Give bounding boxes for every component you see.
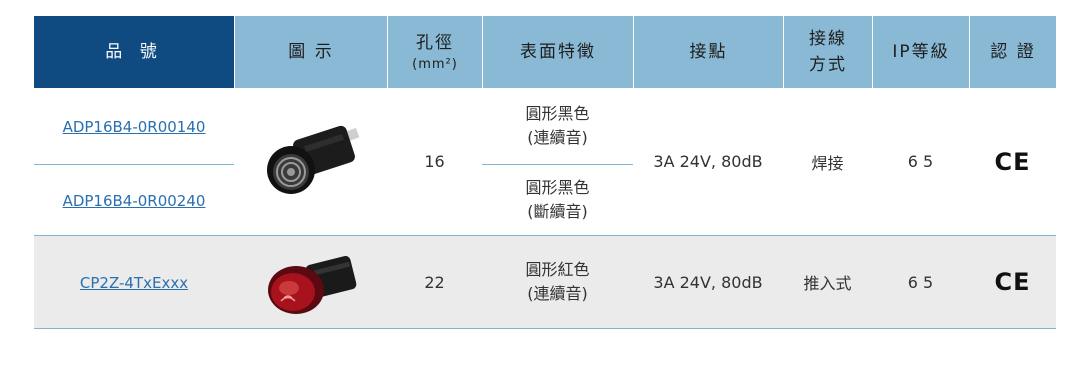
table-row: ADP16B4-0R00240 圓形黑色 (斷續音) [34, 164, 1056, 235]
wiring-cell: 推入式 [783, 235, 872, 329]
part-no-cell: ADP16B4-0R00140 [34, 88, 234, 164]
ip-cell: 6 5 [872, 235, 969, 329]
header-ip: IP等級 [872, 16, 969, 88]
table-row: ADP16B4-0R00140 16 圓形黑色 (連續音) 3 [34, 88, 1056, 194]
header-image: 圖 示 [234, 16, 387, 88]
image-cell [234, 88, 387, 235]
header-part-no: 品 號 [34, 16, 234, 88]
feature-line1: 圓形黑色 [525, 104, 590, 123]
feature-line2: (連續音) [527, 128, 588, 147]
feature-line1: 圓形黑色 [525, 178, 590, 197]
header-surface: 表面特徵 [482, 16, 633, 88]
ip-cell: 6 5 [907, 152, 934, 171]
header-hole-unit: (mm²) [412, 57, 458, 72]
feature-line1: 圓形紅色 [525, 260, 590, 279]
feature-line2: (斷續音) [527, 202, 588, 221]
part-no-cell: ADP16B4-0R00240 [34, 164, 234, 235]
contact-cell: 3A 24V, 80dB [633, 235, 783, 329]
surface-feature-cell: 圓形黑色 (斷續音) [482, 164, 633, 235]
ce-mark-icon: CE [994, 147, 1031, 176]
header-hole: 孔徑 (mm²) [387, 16, 482, 88]
header-wiring: 接線 方式 [783, 16, 872, 88]
part-no-link[interactable]: CP2Z-4TxExxx [79, 273, 189, 292]
header-hole-label: 孔徑 [416, 33, 454, 53]
ce-mark-icon: CE [994, 268, 1031, 296]
header-wiring-line1: 接線 [809, 29, 847, 49]
header-contact: 接點 [633, 16, 783, 88]
product-spec-table: 品 號 圖 示 孔徑 (mm²) 表面特徵 接點 接線 方式 IP等級 認 證 … [34, 16, 1056, 329]
header-cert: 認 證 [969, 16, 1056, 88]
feature-line2: (連續音) [527, 284, 588, 303]
hole-cell: 22 [387, 235, 482, 329]
wiring-cell: 焊接 [811, 153, 844, 173]
cert-cell: CE [969, 88, 1056, 235]
contact-cell: 3A 24V, 80dB [653, 152, 763, 171]
part-no-cell: CP2Z-4TxExxx [34, 235, 234, 329]
part-no-link[interactable]: ADP16B4-0R00140 [62, 117, 206, 136]
header-wiring-line2: 方式 [809, 55, 847, 75]
surface-feature-cell: 圓形紅色 (連續音) [482, 235, 633, 329]
surface-feature-cell: 圓形黑色 (連續音) [482, 88, 633, 164]
hole-cell: 16 [424, 152, 445, 171]
table-row: CP2Z-4TxExxx 22 圓形紅色 (連續音) 3A 24V, 80dB [34, 235, 1056, 329]
cert-cell: CE [969, 235, 1056, 329]
part-no-link[interactable]: ADP16B4-0R00240 [62, 191, 206, 210]
red-buzzer-photo-icon [267, 256, 356, 314]
table-header-row: 品 號 圖 示 孔徑 (mm²) 表面特徵 接點 接線 方式 IP等級 認 證 [34, 16, 1056, 88]
image-cell [234, 235, 387, 329]
black-buzzer-photo-icon [266, 125, 359, 194]
